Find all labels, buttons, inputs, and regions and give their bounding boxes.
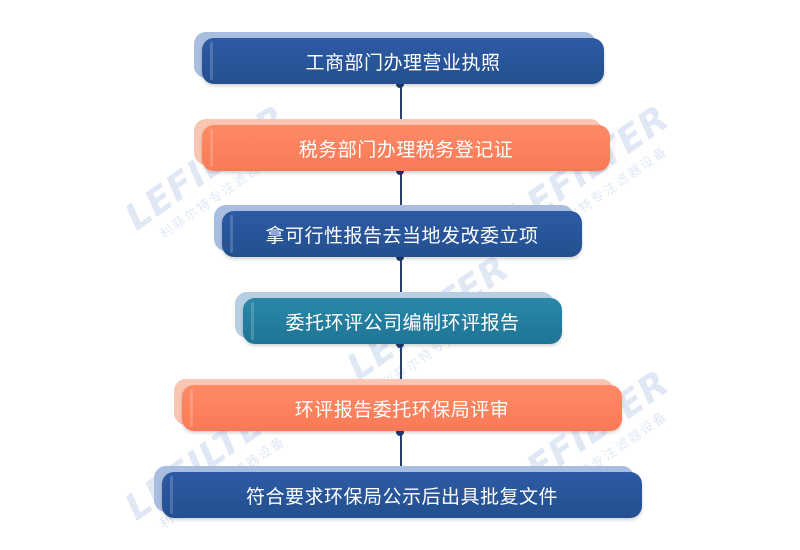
connector-line bbox=[400, 344, 402, 382]
step-3: 拿可行性报告去当地发改委立项 bbox=[214, 205, 582, 257]
connector-line bbox=[400, 171, 402, 208]
connector-dot bbox=[396, 428, 404, 436]
connector-line bbox=[400, 84, 402, 122]
step-5-label: 环评报告委托环保局评审 bbox=[182, 385, 622, 431]
connector-line bbox=[400, 257, 402, 295]
step-4-label: 委托环评公司编制环评报告 bbox=[243, 298, 562, 344]
connector-dot bbox=[396, 253, 404, 261]
step-1-label: 工商部门办理营业执照 bbox=[202, 38, 604, 84]
connector-dot bbox=[396, 340, 404, 348]
step-6-label: 符合要求环保局公示后出具批复文件 bbox=[162, 472, 642, 518]
step-2-label: 税务部门办理税务登记证 bbox=[202, 125, 610, 171]
step-1: 工商部门办理营业执照 bbox=[194, 32, 604, 84]
step-6: 符合要求环保局公示后出具批复文件 bbox=[154, 466, 642, 518]
step-4: 委托环评公司编制环评报告 bbox=[235, 292, 562, 344]
connector-line bbox=[400, 432, 402, 474]
step-5: 环评报告委托环保局评审 bbox=[174, 379, 622, 431]
step-3-label: 拿可行性报告去当地发改委立项 bbox=[222, 211, 582, 257]
connector-dot bbox=[396, 167, 404, 175]
connector-dot bbox=[396, 80, 404, 88]
step-2: 税务部门办理税务登记证 bbox=[194, 119, 610, 171]
